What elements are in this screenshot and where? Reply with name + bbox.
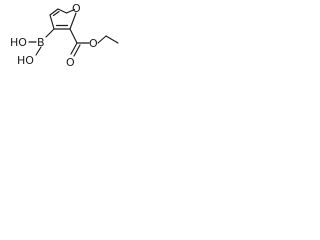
bond-c3-c4 — [49, 14, 55, 30]
bond-carbonyl-c-o-double — [70, 42, 78, 55]
bond-ring-o-c2 — [69, 12, 77, 30]
hydroxyl-lower-label: HO — [17, 54, 34, 67]
boron-label: B — [37, 36, 45, 49]
bond-carbonyl-c-o-double-inner — [73, 44, 81, 57]
bond-c5-c4 — [57, 8, 68, 14]
bond-ring-o-c5 — [65, 8, 76, 14]
ester-oxygen-label: O — [89, 37, 98, 50]
bond-c4-c5-inner — [52, 10, 60, 17]
bond-ester-o-ch2 — [97, 35, 107, 44]
bond-c2-carbonyl — [69, 28, 78, 44]
bond-c4-c5 — [49, 8, 59, 16]
chemical-structure-diagram: O B HO HO O O — [10, 2, 119, 69]
bond-boron-oh-lower — [35, 46, 42, 56]
bond-c3-boron — [45, 28, 55, 38]
hydroxyl-upper-label: HO — [10, 36, 27, 49]
bond-ch2-ch3 — [105, 35, 119, 44]
carbonyl-oxygen-label: O — [66, 56, 75, 69]
ring-oxygen-label: O — [72, 2, 81, 15]
